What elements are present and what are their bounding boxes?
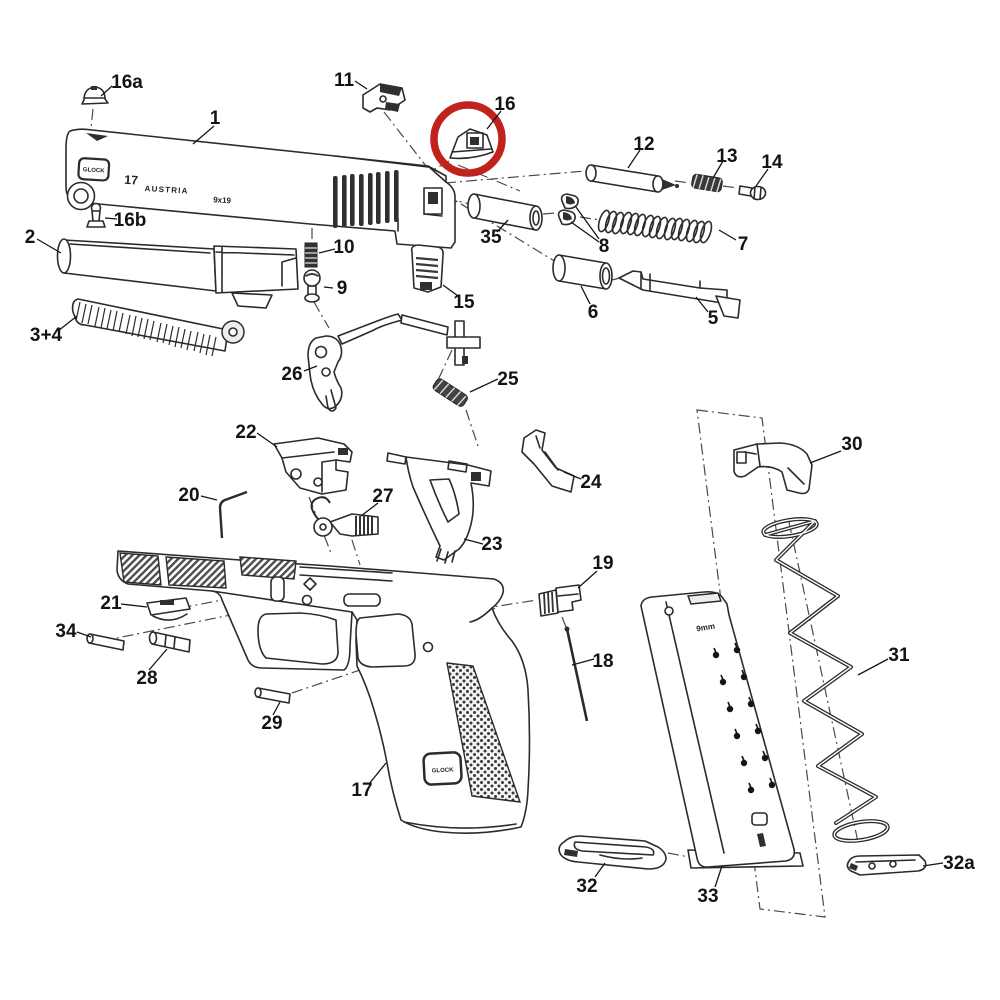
part-slide: GLOCK 17 AUSTRIA 9x19: [65, 128, 456, 249]
part-19-magazine-catch: [538, 584, 582, 617]
part-label-10: 10: [333, 237, 354, 258]
part-label-7: 7: [738, 234, 749, 255]
part-label-3-4: 3+4: [30, 325, 63, 346]
part-labels: 16a 1 11 16 12 13 14 2 16b 10 9 35 8 7 1…: [25, 70, 976, 907]
part-31-magazine-spring: [761, 517, 890, 843]
part-35-channel-liner: [467, 193, 543, 231]
part-label-12: 12: [633, 134, 654, 155]
part-34-locking-block-pin: [86, 633, 125, 651]
part-label-35: 35: [480, 227, 502, 248]
trigger-guard-opening: [257, 612, 339, 665]
part-label-32a: 32a: [943, 853, 975, 874]
part-label-18: 18: [592, 651, 613, 672]
part-22-locking-block: [273, 437, 353, 495]
part-5-firing-pin: [618, 270, 741, 319]
part-13-spring: [691, 173, 723, 193]
part-label-19: 19: [592, 553, 613, 574]
part-label-15: 15: [453, 292, 475, 313]
part-label-13: 13: [716, 146, 737, 167]
part-18-catch-spring: [564, 626, 589, 722]
grip-logo-text: GLOCK: [432, 767, 455, 774]
part-label-21: 21: [100, 593, 122, 614]
part-label-20: 20: [178, 485, 199, 506]
part-label-17: 17: [351, 780, 372, 801]
part-label-30: 30: [841, 434, 862, 455]
part-29-housing-pin: [254, 687, 291, 704]
slide-origin-text: AUSTRIA: [144, 184, 188, 196]
part-16a-sight-dome: [81, 86, 109, 105]
slide-model-text: 17: [124, 173, 139, 188]
grip-stippling: [446, 662, 522, 803]
part-11-rear-sight: [362, 83, 406, 113]
part-30-follower: [733, 442, 813, 495]
part-27-slide-stop-lever: [310, 496, 379, 537]
magazine-caliber-text: 9mm: [696, 622, 716, 634]
part-label-32: 32: [576, 876, 597, 897]
part-23-trigger-housing: [386, 452, 492, 564]
part-label-34: 34: [55, 621, 77, 642]
part-16-front-sight: [449, 128, 494, 160]
part-label-16a: 16a: [111, 72, 143, 93]
part-label-29: 29: [261, 713, 282, 734]
part-14-bearing: [738, 185, 767, 201]
part-label-25: 25: [497, 369, 519, 390]
part-label-23: 23: [481, 534, 502, 555]
part-32-floor-plate: [558, 835, 667, 870]
part-33-magazine-tube: 9mm: [640, 591, 804, 869]
part-17-frame: GLOCK: [116, 550, 531, 835]
part-label-2: 2: [25, 227, 36, 248]
frame-slot: [270, 576, 285, 602]
part-20-slide-lock-spring: [218, 490, 248, 539]
part-label-26: 26: [281, 364, 302, 385]
part-2-barrel: [56, 238, 299, 309]
part-label-16: 16: [494, 94, 515, 115]
highlight-circle: [430, 101, 506, 177]
part-label-24: 24: [580, 472, 602, 493]
part-16b-pin: [86, 202, 106, 228]
part-label-5: 5: [708, 308, 719, 329]
slide-markings: GLOCK 17 AUSTRIA 9x19: [77, 157, 232, 205]
part-label-9: 9: [337, 278, 348, 299]
slide-serrations: [333, 170, 399, 228]
part-10-safety-spring: [304, 242, 318, 268]
slide-logo-text: GLOCK: [83, 167, 106, 174]
part-32a-floor-plate-insert: [846, 854, 927, 876]
magazine-witness-holes: [712, 642, 776, 794]
part-label-8: 8: [599, 236, 610, 257]
part-28-trigger-pin: [148, 631, 191, 653]
part-26-trigger-with-bar: [307, 313, 481, 412]
part-12-plunger: [585, 164, 679, 193]
slide-caliber-text: 9x19: [213, 195, 232, 205]
part-label-31: 31: [888, 645, 910, 666]
part-25-trigger-spring: [432, 378, 468, 407]
part-3-4-recoil-spring-assembly: [71, 298, 245, 357]
part-label-28: 28: [136, 668, 157, 689]
part-6-spacer-sleeve: [552, 254, 613, 290]
part-15-slide-cover-plate: [410, 244, 444, 293]
grip-logo: GLOCK: [422, 751, 463, 786]
leader-lines: [36, 80, 944, 888]
part-label-16b: 16b: [114, 210, 147, 231]
part-label-6: 6: [588, 302, 599, 323]
part-label-33: 33: [697, 886, 718, 907]
part-7-firing-pin-spring: [597, 209, 713, 244]
part-label-27: 27: [372, 486, 393, 507]
part-21-slide-lock: [146, 597, 191, 621]
part-8-spring-cups: [557, 193, 579, 226]
part-label-11: 11: [334, 70, 355, 91]
part-9-firing-pin-safety: [303, 269, 321, 303]
part-label-14: 14: [761, 152, 783, 173]
part-label-22: 22: [235, 422, 256, 443]
part-label-1: 1: [210, 108, 221, 129]
